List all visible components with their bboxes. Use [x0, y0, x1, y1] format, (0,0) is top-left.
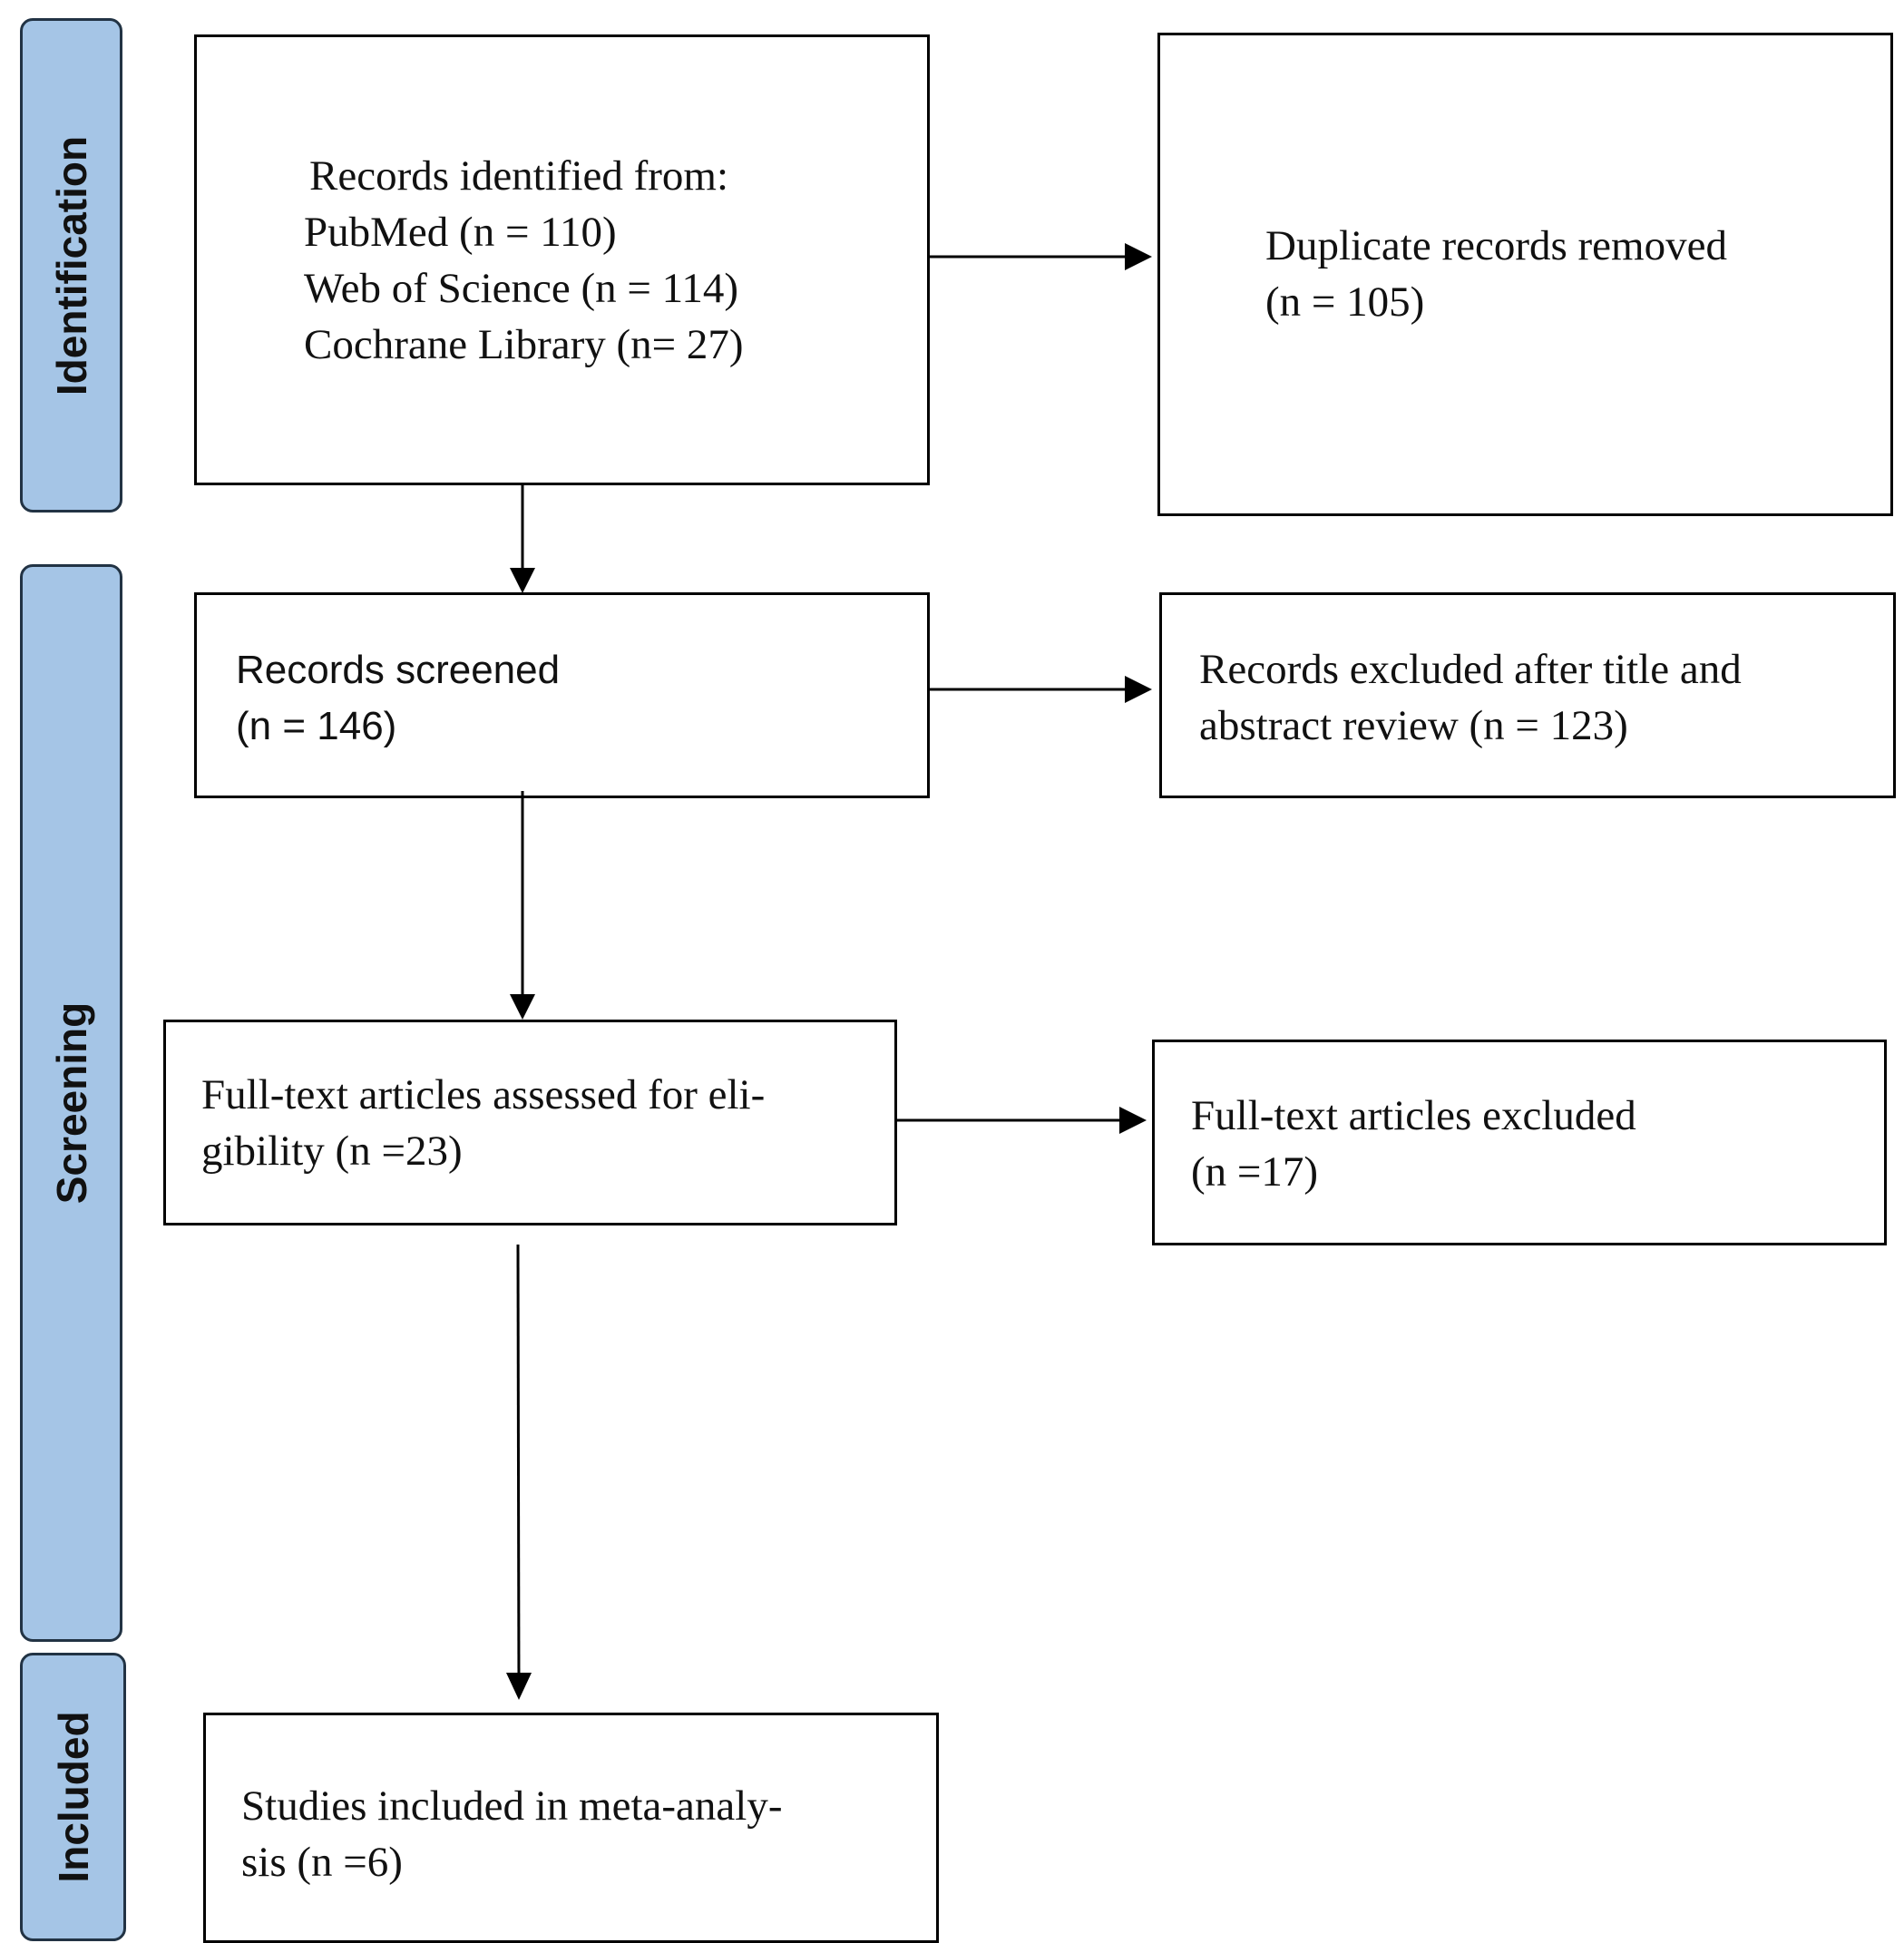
- records-identified-box: [194, 34, 930, 485]
- fulltext-assessed-line-1: Full-text articles assessed for eli-: [201, 1071, 766, 1118]
- studies-included-line-2: sis (n =6): [241, 1839, 403, 1886]
- fulltext-excluded-line-1: Full-text articles excluded: [1191, 1092, 1636, 1139]
- arrow-assessed-to-included: [516, 1244, 521, 1690]
- arrowhead-records-excluded: [1125, 676, 1152, 703]
- duplicates-removed-box: [1157, 33, 1893, 516]
- arrowhead-screened: [510, 568, 535, 593]
- duplicates-removed-line-1: Duplicate records removed: [1265, 222, 1727, 269]
- studies-included-box: [203, 1713, 939, 1943]
- studies-included-line-1: Studies included in meta-analy-: [241, 1782, 783, 1830]
- records-excluded-line-1: Records excluded after title and: [1199, 646, 1742, 693]
- fulltext-assessed-text: Full-text articles assessed for eli- gib…: [201, 1067, 765, 1179]
- records-excluded-box: [1159, 592, 1896, 798]
- fulltext-assessed-box: [163, 1020, 897, 1225]
- arrowhead-included: [506, 1673, 532, 1700]
- records-identified-text: Records identified from: PubMed (n = 110…: [304, 148, 744, 373]
- arrowhead-assessed: [510, 994, 535, 1020]
- records-excluded-text: Records excluded after title and abstrac…: [1199, 641, 1742, 754]
- records-screened-line-2: (n = 146): [236, 704, 397, 748]
- fulltext-excluded-line-2: (n =17): [1191, 1148, 1319, 1196]
- stage-included: Included: [20, 1653, 126, 1941]
- fulltext-excluded-text: Full-text articles excluded (n =17): [1191, 1088, 1636, 1200]
- records-screened-line-1: Records screened: [236, 648, 561, 692]
- fulltext-assessed-line-2: gibility (n =23): [201, 1128, 463, 1175]
- records-identified-line-1: Records identified from:: [309, 152, 729, 200]
- stage-screening: Screening: [20, 564, 122, 1642]
- records-identified-line-3: Web of Science (n = 114): [304, 265, 739, 312]
- records-identified-line-4: Cochrane Library (n= 27): [304, 321, 744, 368]
- arrowhead-duplicates: [1125, 243, 1152, 270]
- duplicates-removed-line-2: (n = 105): [1265, 278, 1425, 326]
- studies-included-text: Studies included in meta-analy- sis (n =…: [241, 1778, 782, 1890]
- fulltext-excluded-box: [1152, 1040, 1887, 1245]
- arrowhead-fulltext-excluded: [1119, 1107, 1147, 1134]
- records-screened-box: [194, 592, 930, 798]
- records-identified-line-2: PubMed (n = 110): [304, 209, 617, 256]
- records-screened-text: Records screened (n = 146): [236, 642, 560, 755]
- stage-identification: Identification: [20, 18, 122, 513]
- duplicates-removed-text: Duplicate records removed (n = 105): [1265, 218, 1727, 330]
- records-excluded-line-2: abstract review (n = 123): [1199, 702, 1628, 749]
